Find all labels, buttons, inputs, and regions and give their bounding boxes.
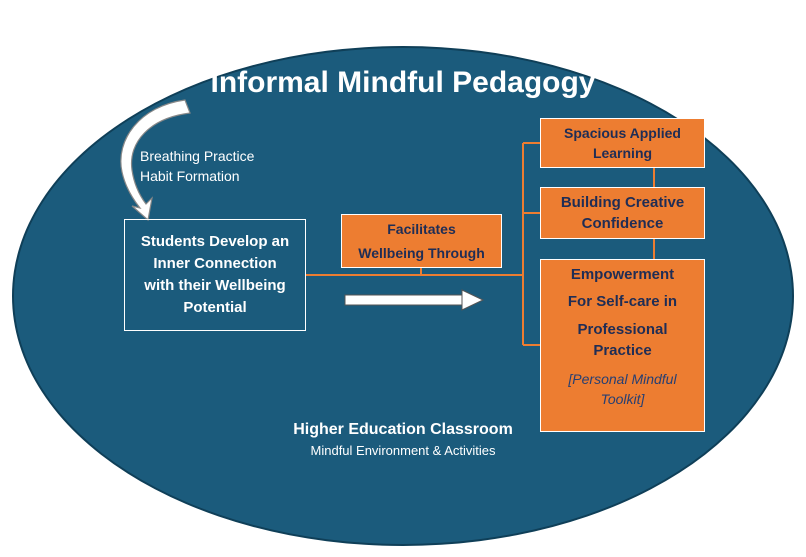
empowerment-line-4: Practice [593, 342, 652, 359]
students-line-2: Inner Connection [153, 255, 277, 272]
spacious-line-1: Spacious Applied [564, 125, 681, 141]
spacious-learning-box: Spacious Applied Learning [540, 118, 705, 168]
facilitates-line-1: Facilitates [387, 221, 456, 237]
context-subtitle: Mindful Environment & Activities [310, 443, 496, 458]
practice-breathing: Breathing Practice [140, 148, 255, 164]
creative-line-1: Building Creative [560, 194, 685, 211]
students-line-1: Students Develop an [140, 233, 290, 250]
creative-confidence-box: Building Creative Confidence [540, 187, 705, 239]
empowerment-box: Empowerment For Self-care in Professiona… [540, 259, 705, 432]
empowerment-line-2: For Self-care in [567, 293, 678, 310]
facilitates-line-2: Wellbeing Through [358, 245, 485, 261]
facilitates-box: Facilitates Wellbeing Through [341, 214, 502, 268]
practice-habit: Habit Formation [140, 168, 240, 184]
students-line-3: with their Wellbeing [144, 277, 286, 294]
right-arrow-icon [344, 289, 485, 311]
toolkit-line-2: Toolkit] [600, 391, 645, 407]
toolkit-line-1: [Personal Mindful [568, 371, 677, 387]
students-line-4: Potential [183, 299, 247, 316]
context-label: Higher Education Classroom Mindful Envir… [0, 421, 806, 458]
spacious-line-2: Learning [592, 145, 653, 161]
diagram-title: Informal Mindful Pedagogy [210, 66, 596, 99]
context-title: Higher Education Classroom [293, 421, 513, 438]
empowerment-line-1: Empowerment [570, 266, 675, 283]
empowerment-line-3: Professional [577, 321, 668, 338]
students-box: Students Develop an Inner Connection wit… [124, 219, 306, 331]
curved-arrow-icon [120, 99, 191, 222]
creative-line-2: Confidence [581, 215, 664, 232]
